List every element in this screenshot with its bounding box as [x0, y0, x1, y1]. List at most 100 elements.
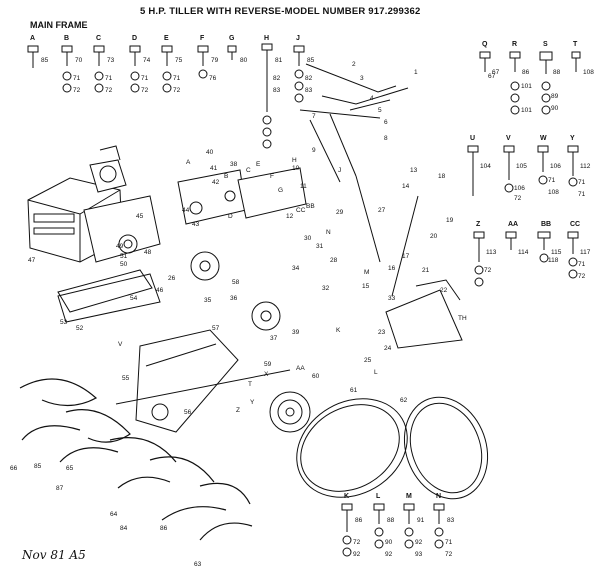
hardware-letter: C — [96, 35, 101, 42]
washer-part-number: 93 — [415, 551, 423, 558]
hardware-letter: Z — [476, 221, 481, 228]
callout-number: 40 — [206, 149, 214, 156]
callout-number: 9 — [312, 147, 316, 154]
washer-part-number: 71 — [105, 75, 113, 82]
reference-letter: E — [256, 161, 261, 168]
washer-part-number: 90 — [551, 105, 559, 112]
washer-part-number: 71 — [173, 75, 181, 82]
washer-part-number: 101 — [521, 83, 532, 90]
transmission-housing — [83, 195, 161, 263]
hardware-part-number: 73 — [107, 57, 115, 64]
callout-number: 34 — [292, 265, 300, 272]
hardware-letter: H — [264, 35, 269, 42]
washer-part-number: 72 — [514, 195, 522, 202]
callout-number: 56 — [184, 409, 192, 416]
callout-number: 8 — [384, 135, 388, 142]
washer-part-number: 72 — [173, 87, 181, 94]
callout-number: 26 — [168, 275, 176, 282]
washer-part-number: 92 — [353, 551, 361, 558]
reference-letter: F — [270, 173, 274, 180]
hardware-letter: E — [164, 35, 169, 42]
callout-number: 14 — [402, 183, 410, 190]
washer-part-number: 71 — [578, 179, 586, 186]
hardware-letter: L — [376, 493, 381, 500]
callout-number: 38 — [230, 161, 238, 168]
callout-number: 67 — [488, 73, 496, 80]
callout-number: 24 — [384, 345, 392, 352]
section-label: MAIN FRAME — [30, 20, 88, 30]
reference-letter: Y — [250, 399, 255, 406]
hardware-letter: W — [540, 135, 547, 142]
hardware-letter: V — [506, 135, 511, 142]
reference-letter: J — [338, 167, 341, 174]
washer-part-number: 83 — [305, 87, 313, 94]
washer-part-number: 83 — [273, 87, 281, 94]
tine-shield — [57, 273, 161, 323]
callout-number: 15 — [362, 283, 370, 290]
reference-letter: TH — [458, 315, 467, 322]
callout-number: 44 — [182, 207, 190, 214]
hardware-part-number: 106 — [550, 163, 561, 170]
hardware-part-number: 88 — [387, 517, 395, 524]
callout-number: 25 — [364, 357, 372, 364]
washer-part-number: 72 — [578, 273, 586, 280]
washer-part-number: 72 — [141, 87, 149, 94]
hardware-part-number: 81 — [275, 57, 283, 64]
hardware-letter: A — [30, 35, 35, 42]
reference-letter: M — [364, 269, 369, 276]
callout-number: 18 — [438, 173, 446, 180]
callout-number: 5 — [378, 107, 382, 114]
hardware-washers — [62, 69, 578, 557]
hardware-part-number: 67 — [492, 69, 500, 76]
control-rod — [391, 195, 419, 297]
washer-part-number: 71 — [578, 191, 586, 198]
callout-number: 28 — [330, 257, 338, 264]
washer-part-number: 71 — [578, 261, 586, 268]
callout-number: 31 — [316, 243, 324, 250]
callout-number: 13 — [410, 167, 418, 174]
callout-number: 22 — [440, 287, 448, 294]
hardware-part-number: 104 — [480, 163, 491, 170]
hardware-letter: F — [200, 35, 205, 42]
washer-part-number: 71 — [548, 177, 556, 184]
callout-number: 23 — [378, 329, 386, 336]
callout-number: 45 — [136, 213, 144, 220]
hardware-part-number: 117 — [580, 249, 591, 256]
handwritten-note: Nov 81 A5 — [22, 548, 86, 562]
callout-number: 55 — [122, 375, 130, 382]
reference-letter: D — [228, 213, 233, 220]
callout-number: 41 — [210, 165, 218, 172]
callout-number: 63 — [194, 561, 202, 568]
shift-rod — [355, 175, 381, 263]
hardware-part-number: 85 — [41, 57, 49, 64]
washer-part-number: 71 — [445, 539, 453, 546]
callout-number: 53 — [60, 319, 68, 326]
callout-number: 21 — [422, 267, 430, 274]
handle-assembly — [299, 63, 409, 183]
belt-guard — [385, 279, 463, 349]
hardware-part-number: 79 — [211, 57, 219, 64]
reference-letter: A — [186, 159, 191, 166]
reference-letter: X — [264, 371, 269, 378]
callout-number: 51 — [120, 253, 128, 260]
hardware-bolts — [27, 43, 581, 532]
hardware-letter: T — [573, 41, 578, 48]
callout-number: 85 — [34, 463, 42, 470]
callout-number: 65 — [66, 465, 74, 472]
callout-number: 32 — [322, 285, 330, 292]
hardware-part-number: 115 — [551, 249, 562, 256]
hardware-part-number: 108 — [583, 69, 594, 76]
callout-number: 16 — [388, 265, 396, 272]
washer-part-number: 92 — [415, 539, 423, 546]
callout-number: 42 — [212, 179, 220, 186]
hardware-letter: U — [470, 135, 475, 142]
callout-number: 64 — [110, 511, 118, 518]
hardware-letter: D — [132, 35, 137, 42]
hardware-letter: BB — [541, 221, 551, 228]
hardware-part-number: 113 — [486, 249, 497, 256]
reference-letter: H — [292, 157, 297, 164]
callout-number: 47 — [28, 257, 36, 264]
reference-letter: AA — [296, 365, 305, 372]
callout-number: 36 — [230, 295, 238, 302]
